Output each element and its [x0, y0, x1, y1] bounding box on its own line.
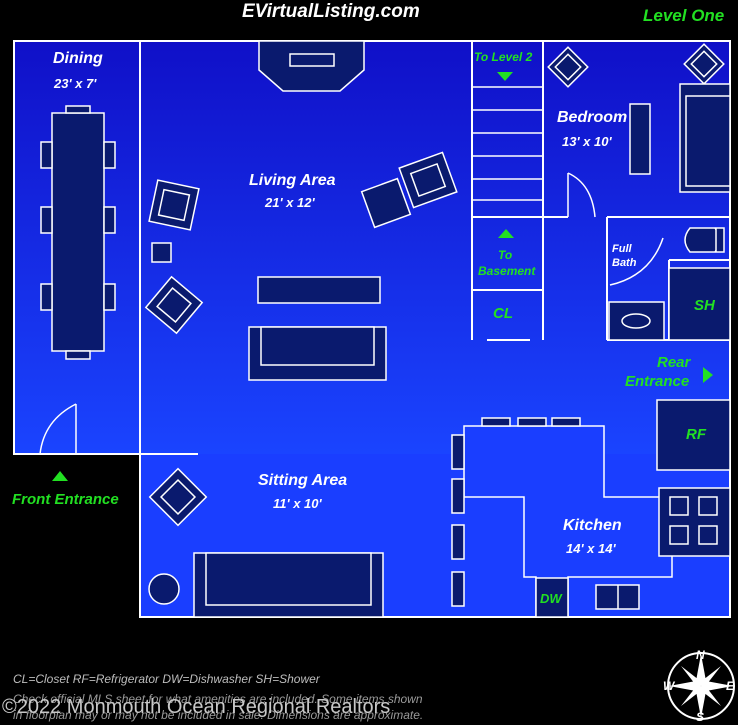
legend-text: CL=Closet RF=Refrigerator DW=Dishwasher … [13, 672, 320, 686]
full-bath-line1: Full [612, 243, 632, 255]
kitchen-fixtures [451, 399, 731, 618]
compass-n: N [696, 648, 705, 662]
dining-room-dims: 23' x 7' [54, 76, 97, 91]
dining-room-name: Dining [53, 50, 103, 67]
level-label: Level One [643, 6, 725, 25]
sitting-area-dims: 11' x 10' [273, 496, 322, 511]
compass-e: E [726, 679, 735, 693]
closet-label: CL [493, 305, 513, 322]
to-basement-line2: Basement [478, 264, 536, 278]
site-name: EVirtualListing.com [242, 1, 420, 22]
to-basement-line1: To [498, 248, 513, 262]
shower-label: SH [694, 297, 715, 314]
to-level-2-label: To Level 2 [474, 50, 533, 64]
bedroom-name: Bedroom [557, 109, 628, 126]
sofas [193, 326, 387, 618]
dishwasher-label: DW [540, 591, 562, 606]
doors [39, 96, 731, 455]
rear-entrance-line1: Rear [657, 354, 691, 371]
sitting-area-name: Sitting Area [258, 472, 348, 489]
disclaimer-line1: Check official MLS sheet for what amenit… [13, 692, 423, 706]
side-table [148, 573, 180, 605]
rear-entrance-line2: Entrance [625, 373, 690, 390]
kitchen-name: Kitchen [563, 517, 622, 534]
refrigerator-label: RF [686, 426, 706, 443]
bedroom-furniture [547, 43, 731, 193]
kitchen-dims: 14' x 14' [566, 541, 616, 556]
compass-s: S [696, 710, 705, 724]
armchairs [144, 151, 458, 527]
compass-w: W [663, 679, 675, 693]
direction-arrows [52, 72, 713, 481]
bedroom-dims: 13' x 10' [562, 134, 612, 149]
front-entrance-label: Front Entrance [12, 491, 119, 508]
dining-table [40, 105, 116, 360]
disclaimer-line2: in floorplan may or may not be included … [13, 708, 424, 722]
compass-rose-icon [667, 652, 735, 720]
copyright-watermark: ©2022 Monmouth Ocean Regional Realtors [2, 696, 391, 718]
fireplace [258, 40, 365, 92]
living-area-dims: 21' x 12' [265, 195, 315, 210]
living-area-name: Living Area [249, 172, 336, 189]
full-bath-line2: Bath [612, 257, 637, 269]
coffee-table [257, 276, 381, 304]
bath-fixtures [608, 227, 731, 341]
staircase [472, 86, 543, 201]
